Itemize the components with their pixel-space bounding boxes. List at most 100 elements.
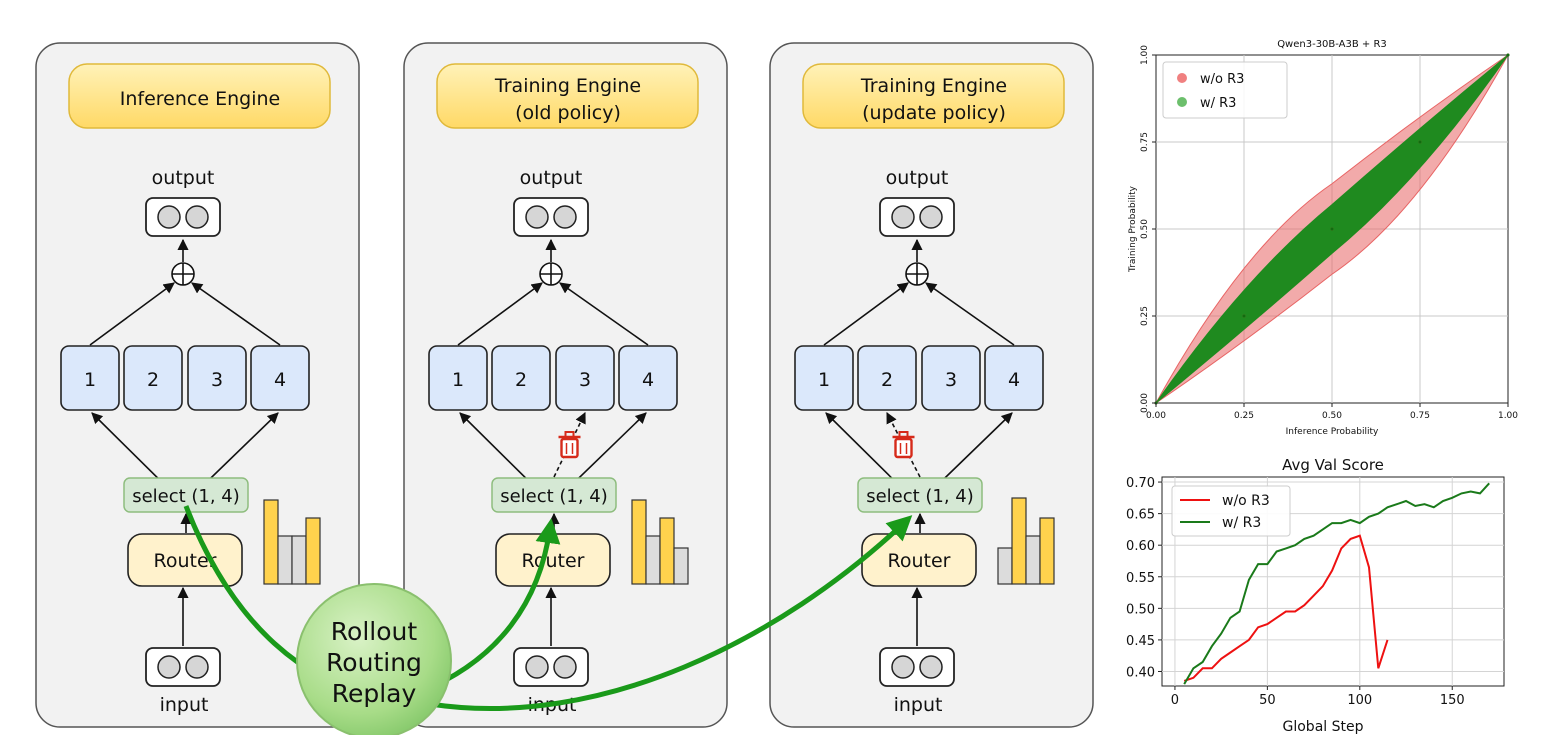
- scatter-point-w-r3: [1330, 227, 1334, 231]
- scatter-point-w-r3: [1506, 53, 1510, 57]
- expert-to-sum-arrow: [89, 282, 175, 346]
- token-circle: [525, 655, 549, 679]
- x-tick-label: 0: [1171, 693, 1179, 708]
- x-tick-label: 100: [1347, 693, 1372, 708]
- legend-label-wo-r3: w/o R3: [1222, 493, 1270, 509]
- router-label: Router: [154, 550, 217, 572]
- token-circle: [891, 205, 915, 229]
- logit-bar: [631, 499, 647, 585]
- panel-title: Training Engine: [494, 75, 641, 97]
- token-circle: [525, 205, 549, 229]
- trash-body: [560, 437, 579, 459]
- expert-box: [187, 345, 247, 411]
- router-logits-bars: [631, 499, 689, 585]
- x-tick-label: 1.00: [1498, 411, 1518, 421]
- legend-box: [1162, 61, 1288, 119]
- expert-label: 3: [945, 369, 957, 391]
- expert-label: 2: [147, 369, 159, 391]
- chart-title: Qwen3-30B-A3B + R3: [1277, 39, 1387, 50]
- trash-handle: [564, 431, 575, 438]
- y-tick-label: 0.25: [1140, 306, 1150, 326]
- token-circle: [891, 655, 915, 679]
- replay-line-2: Routing: [326, 648, 422, 677]
- logit-bar: [277, 535, 293, 585]
- expert-label: 1: [452, 369, 464, 391]
- router-label: Router: [888, 550, 951, 572]
- panel-title-box: [802, 63, 1065, 129]
- logit-bar: [659, 517, 675, 585]
- expert-to-sum-arrow: [457, 282, 543, 346]
- x-tick-label: 0.50: [1322, 411, 1342, 421]
- logit-bar: [291, 535, 307, 585]
- output-token: [145, 197, 221, 237]
- expert-label: 3: [211, 369, 223, 391]
- panel-subtitle: (update policy): [862, 102, 1006, 124]
- y-tick-label: 0.45: [1126, 634, 1155, 649]
- output-token-box: [879, 197, 955, 237]
- replay-line-3: Replay: [332, 679, 417, 708]
- expert-to-sum-arrow: [925, 282, 1015, 346]
- expert-to-sum-arrow: [559, 282, 649, 346]
- input-token: [879, 647, 955, 687]
- expert-label: 4: [1008, 369, 1020, 391]
- input-token: [145, 647, 221, 687]
- output-label: output: [520, 167, 583, 189]
- token-circle: [157, 205, 181, 229]
- trash-icon: [558, 431, 581, 459]
- replay-line-1: Rollout: [331, 617, 418, 646]
- expert-box: [123, 345, 183, 411]
- y-tick-label: 0.65: [1126, 508, 1155, 523]
- token-circle: [919, 205, 943, 229]
- router-label: Router: [522, 550, 585, 572]
- x-tick-label: 50: [1259, 693, 1276, 708]
- x-axis-label: Inference Probability: [1286, 427, 1379, 437]
- expert-to-sum-arrow: [191, 282, 281, 346]
- expert-box: [618, 345, 678, 411]
- panel-title-box: [68, 63, 331, 129]
- line-series-w-r3: [1183, 482, 1490, 685]
- expert-box: [491, 345, 551, 411]
- y-tick-label: 0.60: [1126, 539, 1155, 554]
- logit-bar: [1039, 517, 1055, 585]
- x-tick-label: 0.25: [1234, 411, 1254, 421]
- select-box: [857, 477, 983, 513]
- output-token: [879, 197, 955, 237]
- trash-handle: [898, 431, 909, 438]
- token-circle: [553, 205, 577, 229]
- token-circle: [553, 655, 577, 679]
- line-series-wo-r3: [1183, 534, 1389, 682]
- replay-arrow-to-update-policy: [429, 515, 913, 711]
- legend-label-wo-r3: w/o R3: [1200, 72, 1244, 87]
- y-axis-label: Training Probability: [1128, 185, 1138, 273]
- expert-label: 1: [84, 369, 96, 391]
- scatter-point-w-r3: [1418, 140, 1422, 144]
- logit-bar: [263, 499, 279, 585]
- expert-box: [555, 345, 615, 411]
- output-label: output: [886, 167, 949, 189]
- logit-bar: [1025, 535, 1041, 585]
- y-tick-label: 0.50: [1126, 602, 1155, 617]
- legend-box: [1171, 485, 1291, 537]
- panel-title-box: [436, 63, 699, 129]
- select-label: select (1, 4): [866, 486, 974, 507]
- input-token-box: [513, 647, 589, 687]
- trash-icon: [892, 431, 915, 459]
- expert-label: 2: [515, 369, 527, 391]
- router-box: [127, 533, 243, 587]
- x-tick-label: 0.00: [1146, 411, 1166, 421]
- y-tick-label: 0.00: [1140, 393, 1150, 413]
- y-tick-label: 1.00: [1140, 45, 1150, 65]
- logit-bar: [1011, 497, 1027, 585]
- expert-box: [921, 345, 981, 411]
- input-token-box: [879, 647, 955, 687]
- replay-bubble: [296, 583, 452, 735]
- token-circle: [919, 655, 943, 679]
